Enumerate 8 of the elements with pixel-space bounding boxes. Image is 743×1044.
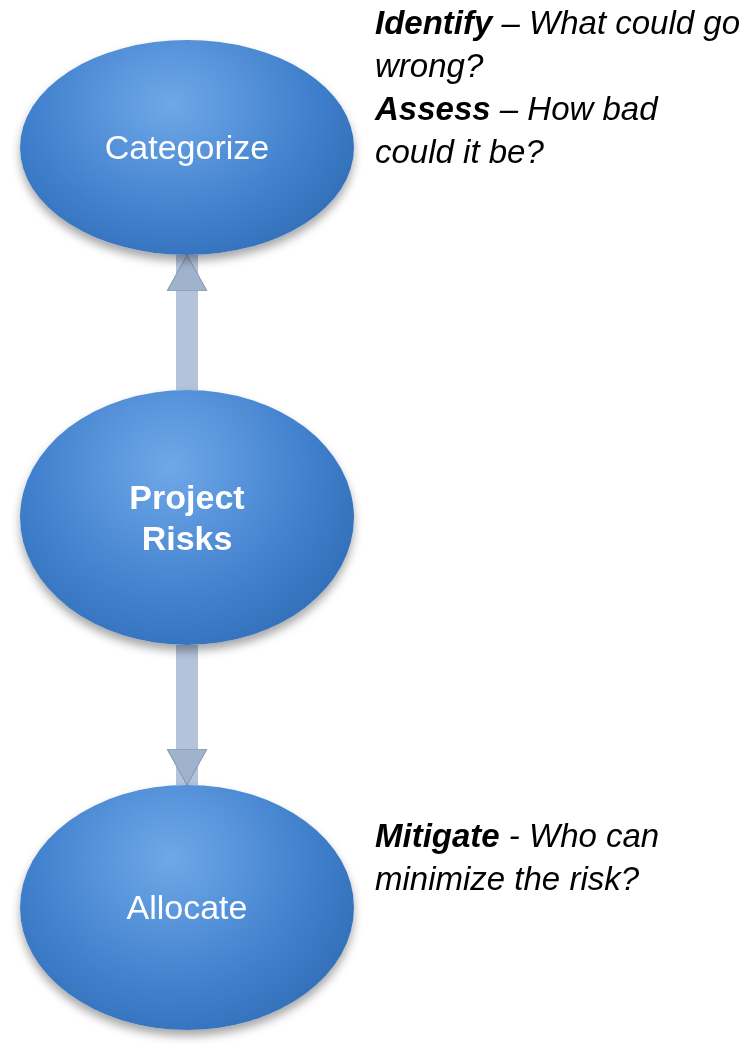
annotation-text: Mitigate - Who can minimize the risk? [375,816,661,899]
node-label: Categorize [104,127,270,168]
arrow [166,645,208,786]
node-label: Project Risks [128,476,246,559]
arrow [166,254,208,390]
node-label: Allocate [126,887,248,928]
annotation-text: Identify – What could go wrong? [375,3,740,86]
annotation-text: Assess – How bad could it be? [375,88,660,172]
